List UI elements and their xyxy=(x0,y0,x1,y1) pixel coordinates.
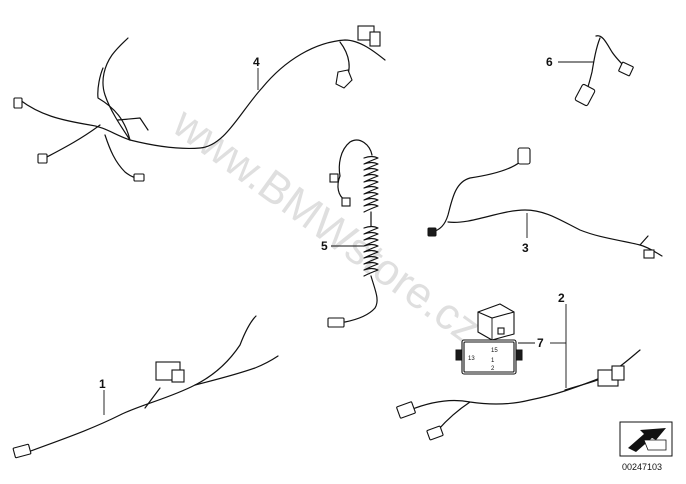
pin-13-label: 13 xyxy=(468,356,475,362)
callout-2: 2 xyxy=(558,291,567,388)
callout-1: 1 xyxy=(99,377,106,415)
part-5-coiled-cable xyxy=(327,139,379,328)
callout-label-7: 7 xyxy=(537,336,544,350)
relay-pinout-diagram: 13 15 1 2 xyxy=(455,339,523,375)
pin-15-label: 15 xyxy=(491,348,498,354)
callout-label-1: 1 xyxy=(99,377,106,391)
callout-4: 4 xyxy=(253,55,260,90)
pin-1-label: 1 xyxy=(491,358,495,364)
part-3-wiring-harness xyxy=(427,147,663,259)
coil-upper xyxy=(363,155,379,213)
diagram-number: 00247103 xyxy=(622,462,662,472)
callout-7: 7 xyxy=(518,336,566,350)
callout-label-2: 2 xyxy=(558,291,565,305)
part-2-wiring-harness xyxy=(396,349,641,441)
callout-6: 6 xyxy=(546,55,594,69)
part-6-sensor-cable xyxy=(574,35,634,107)
callout-label-6: 6 xyxy=(546,55,553,69)
part-1-wiring-harness xyxy=(12,315,279,459)
part-7-relay: 13 15 1 2 xyxy=(455,303,523,375)
callout-label-5: 5 xyxy=(321,239,328,253)
callout-3: 3 xyxy=(522,213,529,255)
callout-5: 5 xyxy=(321,239,364,253)
callout-label-3: 3 xyxy=(522,241,529,255)
coil-lower xyxy=(363,225,379,277)
callout-label-4: 4 xyxy=(253,55,260,69)
watermark: www.BMWstore.cz xyxy=(163,98,489,354)
part-4-wiring-harness xyxy=(13,25,386,182)
view-direction-symbol xyxy=(619,421,673,457)
pin-2-label: 2 xyxy=(491,366,495,372)
